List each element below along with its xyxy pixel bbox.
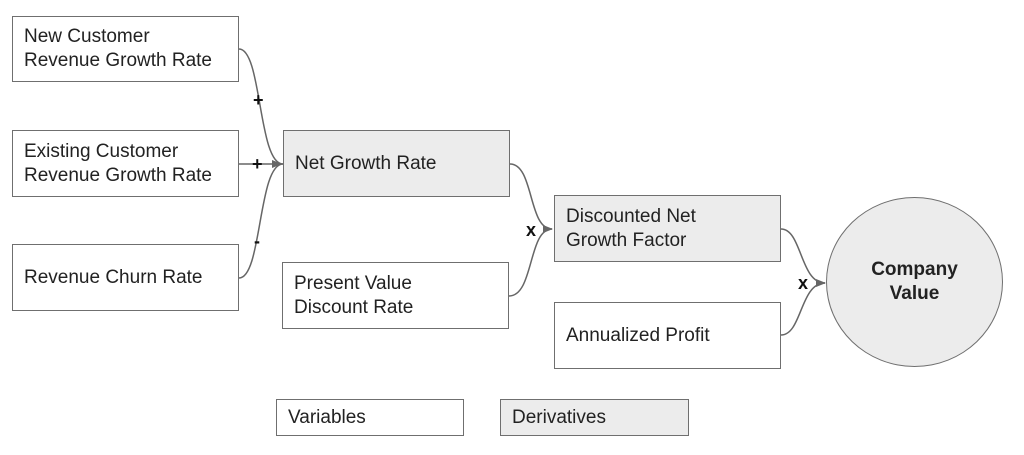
node-net-growth-rate: Net Growth Rate — [283, 130, 510, 197]
operator-plus: + — [253, 90, 264, 110]
connector-profit-to-value — [780, 279, 826, 336]
node-label-line: Discounted Net — [566, 205, 696, 227]
node-label-line: Revenue Growth Rate — [24, 50, 212, 71]
node-new-customer-revenue-growth-rate: New Customer Revenue Growth Rate — [12, 16, 239, 82]
node-label-line: Annualized Profit — [566, 324, 710, 346]
node-annualized-profit: Annualized Profit — [554, 302, 781, 369]
operator-plus: + — [252, 154, 263, 174]
node-existing-customer-revenue-growth-rate: Existing Customer Revenue Growth Rate — [12, 130, 239, 197]
legend-derivatives: Derivatives — [500, 399, 689, 436]
node-discounted-net-growth-factor: Discounted Net Growth Factor — [554, 195, 781, 262]
node-label-line: Present Value — [294, 272, 412, 294]
node-revenue-churn-rate: Revenue Churn Rate — [12, 244, 239, 311]
operator-multiply: x — [798, 273, 809, 293]
node-label-line: Net Growth Rate — [295, 152, 437, 174]
connector-new-to-net — [238, 48, 284, 165]
connector-pv-to-discounted — [508, 225, 553, 297]
node-label-line: New Customer — [24, 26, 150, 47]
operator-minus: - — [254, 231, 260, 251]
node-label-line: Revenue Churn Rate — [24, 266, 203, 288]
node-label-line: Revenue Growth Rate — [24, 164, 212, 186]
node-label-line: Growth Factor — [566, 229, 687, 251]
operator-multiply: x — [526, 220, 537, 240]
legend-label: Derivatives — [512, 406, 606, 428]
node-label-line: Value — [889, 283, 940, 304]
legend-label: Variables — [288, 406, 366, 428]
node-label-line: Company — [871, 259, 958, 280]
node-present-value-discount-rate: Present Value Discount Rate — [282, 262, 509, 329]
legend-variables: Variables — [276, 399, 464, 436]
node-label-line: Discount Rate — [294, 296, 414, 318]
node-label-line: Existing Customer — [24, 140, 179, 162]
connector-churn-to-net — [238, 163, 284, 279]
node-company-value: Company Value — [826, 197, 1003, 367]
